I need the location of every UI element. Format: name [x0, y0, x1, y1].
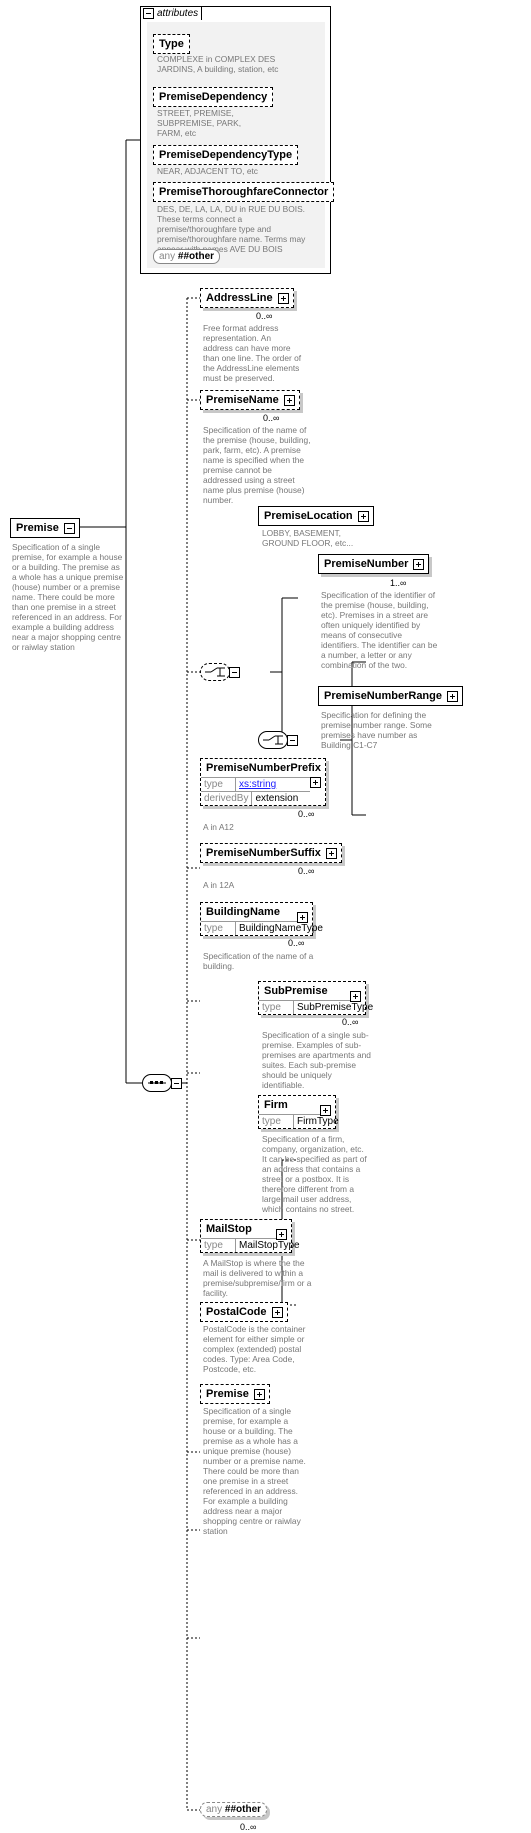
collapse-icon[interactable]: [229, 667, 240, 678]
expand-icon[interactable]: [350, 991, 361, 1002]
firm-type-row: type FirmType: [259, 1114, 339, 1128]
collapse-icon[interactable]: [171, 1078, 182, 1089]
root-premise-element[interactable]: Premise: [10, 518, 80, 538]
postal-code-desc: PostalCode is the container element for …: [203, 1324, 306, 1374]
building-name-type-row: type BuildingNameType: [201, 921, 323, 935]
expand-icon[interactable]: [297, 912, 308, 923]
mail-stop-type-row: type MailStopType: [201, 1238, 300, 1252]
premise-number-prefix-cardinality: 0..∞: [298, 809, 315, 819]
premise-number-desc: Specification of the identifier of the p…: [321, 590, 438, 670]
choice-compositor-nested: [258, 731, 288, 749]
address-line-cardinality: 0..∞: [256, 311, 273, 321]
mail-stop-element[interactable]: MailStop type MailStopType: [200, 1219, 300, 1253]
premise-name-desc: Specification of the name of the premise…: [203, 425, 311, 505]
sequence-compositor: [142, 1074, 172, 1092]
expand-icon[interactable]: [283, 395, 295, 406]
choice-compositor: [200, 663, 230, 681]
choice-icon: [205, 667, 225, 677]
expand-icon[interactable]: [320, 1105, 331, 1116]
attribute-type[interactable]: Type: [153, 34, 190, 54]
building-name-desc: Specification of the name of a building.: [203, 951, 314, 971]
any-other-cardinality: 0..∞: [240, 1822, 257, 1832]
expand-icon[interactable]: [310, 777, 321, 788]
premise-location-element[interactable]: PremiseLocation: [258, 506, 374, 526]
collapse-icon[interactable]: [63, 523, 75, 534]
attribute-premise-thoroughfare-connector[interactable]: PremiseThoroughfareConnector: [153, 182, 335, 202]
attribute-premise-dependency-desc: STREET, PREMISE, SUBPREMISE, PARK, FARM,…: [157, 108, 242, 138]
attribute-premise-thoroughfare-connector-desc: DES, DE, LA, LA, DU in RUE DU BOIS. Thes…: [157, 204, 306, 254]
building-name-cardinality: 0..∞: [288, 938, 305, 948]
expand-icon[interactable]: [357, 511, 369, 522]
premise-number-suffix-desc: A in 12A: [203, 880, 235, 890]
firm-element[interactable]: Firm type FirmType: [258, 1095, 339, 1129]
premise-name-element[interactable]: PremiseName: [200, 390, 300, 410]
expand-icon[interactable]: [276, 1229, 287, 1240]
attributes-tab-label: attributes: [157, 8, 199, 19]
sub-premise-desc: Specification of a single sub-premise. E…: [262, 1030, 371, 1090]
premise-element[interactable]: Premise: [200, 1384, 270, 1404]
expand-icon[interactable]: [253, 1389, 265, 1400]
attribute-type-desc: COMPLEXE in COMPLEX DES JARDINS, A build…: [157, 54, 279, 74]
collapse-icon[interactable]: [143, 8, 154, 19]
prefix-type-row: type xs:string: [201, 777, 310, 791]
premise-number-element[interactable]: PremiseNumber: [318, 554, 430, 574]
prefix-derived-row: derivedBy extension: [201, 791, 310, 805]
firm-desc: Specification of a firm, company, organi…: [262, 1134, 367, 1214]
sequence-icon: [148, 1081, 166, 1084]
premise-desc: Specification of a single premise, for e…: [203, 1406, 306, 1536]
address-line-desc: Free format address representation. An a…: [203, 323, 302, 383]
premise-number-prefix-element[interactable]: PremiseNumberPrefix type xs:string deriv…: [200, 758, 326, 806]
attribute-any-other[interactable]: any ##other: [153, 249, 221, 264]
mail-stop-desc: A MailStop is where the the mail is deli…: [203, 1258, 312, 1298]
address-line-element[interactable]: AddressLine: [200, 288, 294, 308]
any-other-element[interactable]: any ##other: [200, 1802, 268, 1817]
attribute-premise-dependency-type[interactable]: PremiseDependencyType: [153, 145, 299, 165]
expand-icon[interactable]: [277, 293, 289, 304]
root-premise-desc: Specification of a single premise, for e…: [12, 542, 124, 652]
premise-number-suffix-element[interactable]: PremiseNumberSuffix: [200, 843, 342, 863]
premise-number-prefix-desc: A in A12: [203, 822, 234, 832]
sub-premise-type-row: type SubPremiseType: [259, 1000, 373, 1014]
expand-icon[interactable]: [325, 848, 337, 859]
expand-icon[interactable]: [447, 691, 458, 702]
premise-location-desc: LOBBY, BASEMENT, GROUND FLOOR, etc...: [262, 528, 354, 548]
postal-code-element[interactable]: PostalCode: [200, 1302, 288, 1322]
premise-number-suffix-cardinality: 0..∞: [298, 866, 315, 876]
attribute-premise-dependency-type-desc: NEAR, ADJACENT TO, etc: [157, 166, 258, 176]
expand-icon[interactable]: [413, 559, 425, 570]
premise-name-cardinality: 0..∞: [263, 413, 280, 423]
collapse-icon[interactable]: [287, 735, 298, 746]
premise-number-range-element[interactable]: PremiseNumberRange: [318, 686, 463, 706]
premise-number-cardinality: 1..∞: [390, 578, 407, 588]
sub-premise-cardinality: 0..∞: [342, 1017, 359, 1027]
attribute-premise-dependency[interactable]: PremiseDependency: [153, 87, 274, 107]
premise-number-range-desc: Specification for defining the premise n…: [321, 710, 432, 750]
attributes-tab[interactable]: attributes: [140, 6, 202, 20]
building-name-element[interactable]: BuildingName type BuildingNameType: [200, 902, 323, 936]
expand-icon[interactable]: [271, 1307, 283, 1318]
sub-premise-element[interactable]: SubPremise type SubPremiseType: [258, 981, 373, 1015]
choice-icon: [263, 735, 283, 745]
